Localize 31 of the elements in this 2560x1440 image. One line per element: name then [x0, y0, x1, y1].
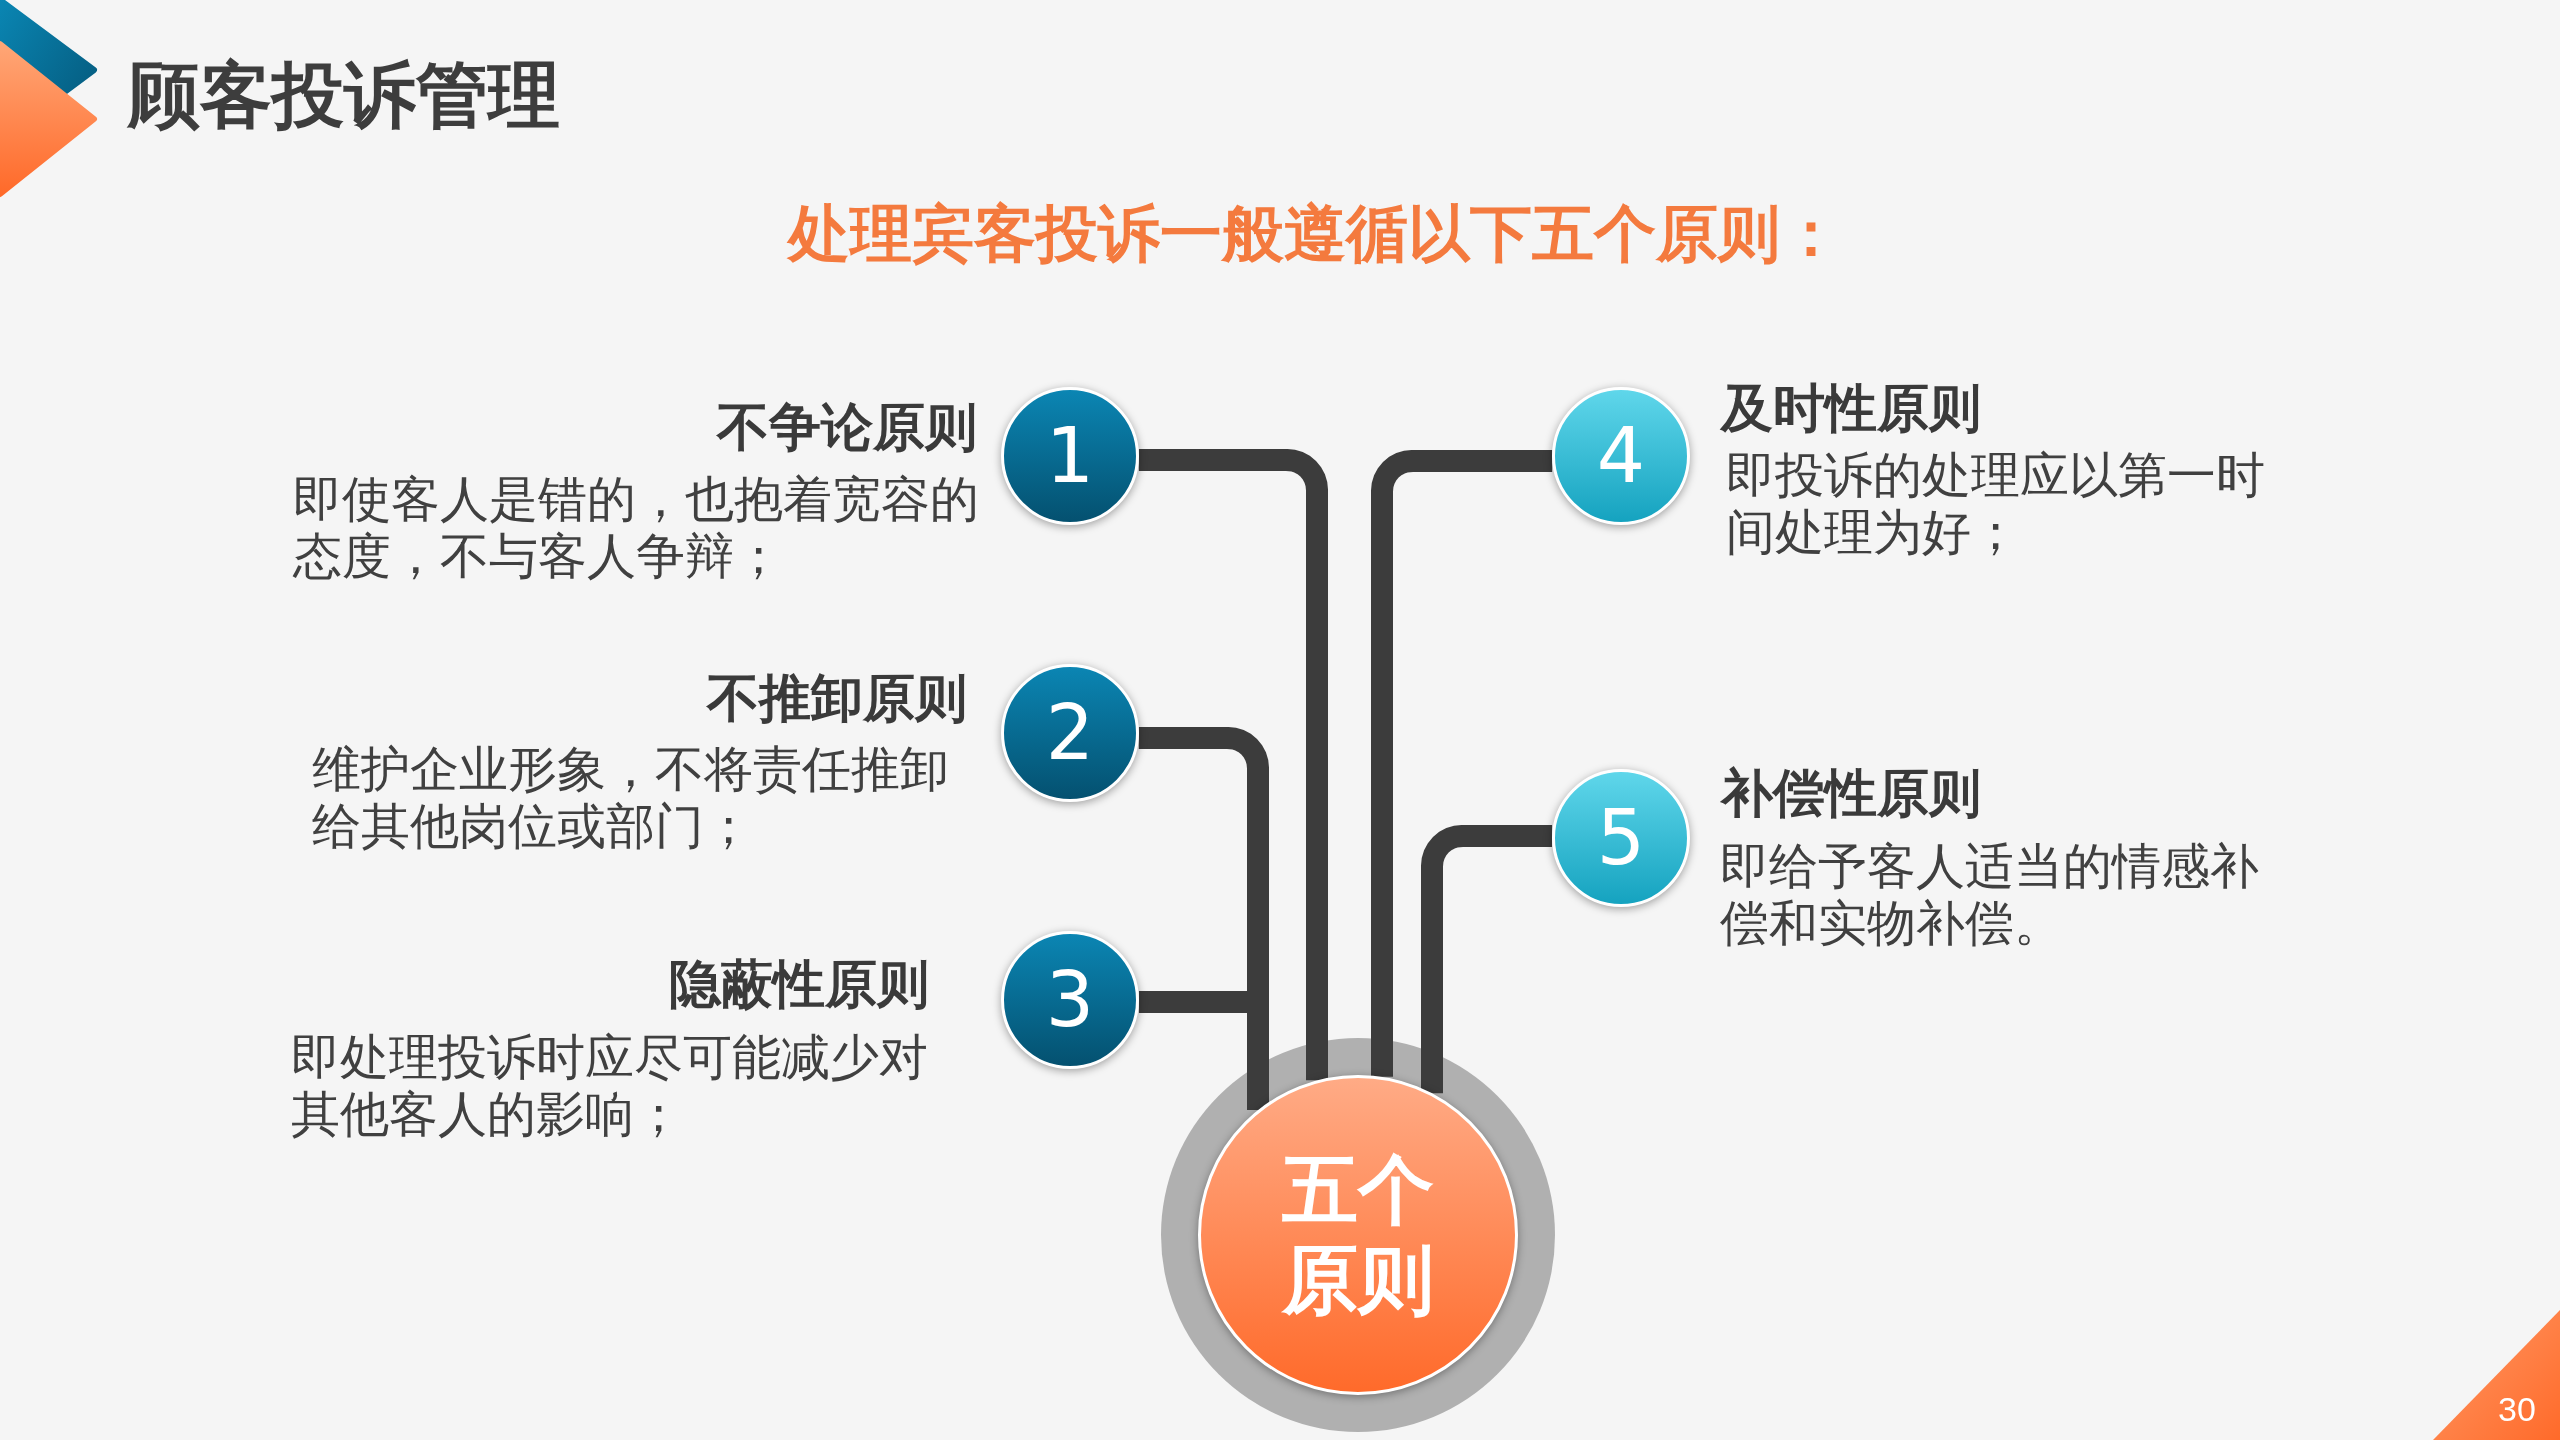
step-number: 2 — [1045, 695, 1095, 771]
connector-line — [1371, 450, 1553, 1077]
center-label: 五个原则 — [1280, 1146, 1435, 1324]
slide-title: 顾客投诉管理 — [128, 54, 560, 137]
center-circle — [1198, 1075, 1518, 1395]
principle-description: 即给予客人适当的情感补偿和实物补偿。 — [1720, 838, 2260, 952]
number-circle — [1001, 931, 1139, 1069]
number-circle — [1001, 387, 1139, 525]
number-circle — [1552, 387, 1690, 525]
step-number: 3 — [1045, 962, 1095, 1038]
step-number: 5 — [1596, 800, 1646, 876]
principle-heading: 及时性原则 — [1721, 378, 1981, 439]
number-circle — [1552, 769, 1690, 907]
connector-line — [1138, 449, 1328, 1081]
principle-description: 即处理投诉时应尽可能减少对其他客人的影响； — [291, 1029, 929, 1143]
connector-line — [1421, 825, 1553, 1094]
principle-description: 即使客人是错的，也抱着宽容的态度，不与客人争辩； — [293, 471, 980, 585]
page-number: 30 — [2498, 1389, 2536, 1429]
principle-heading: 隐蔽性原则 — [669, 954, 929, 1015]
subtitle: 处理宾客投诉一般遵循以下五个原则： — [788, 198, 1842, 270]
step-number: 1 — [1045, 418, 1095, 494]
connector-line — [1247, 991, 1269, 1111]
step-number: 4 — [1596, 418, 1646, 494]
principle-heading: 不争论原则 — [717, 397, 977, 458]
number-circle — [1001, 664, 1139, 802]
principle-description: 维护企业形象，不将责任推卸给其他岗位或部门； — [312, 741, 950, 855]
principle-heading: 补偿性原则 — [1721, 763, 1981, 824]
principle-heading: 不推卸原则 — [707, 668, 967, 729]
principle-description: 即投诉的处理应以第一时间处理为好； — [1726, 447, 2266, 561]
connector-line — [1138, 991, 1247, 1013]
connector-line — [1138, 727, 1269, 991]
